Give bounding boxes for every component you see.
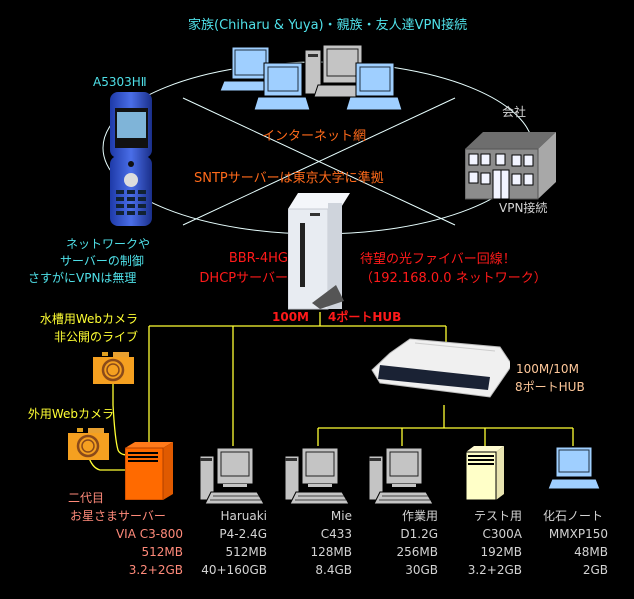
internet-label: インターネット網: [262, 129, 367, 144]
router-speed-label: 100M: [272, 310, 309, 324]
router-model-label: BBR-4HG: [228, 251, 288, 266]
server-disk: 3.2+2GB: [128, 563, 183, 577]
pc-note-name: 化石ノート: [543, 509, 604, 523]
phone-note-3: さすがにVPNは無理: [28, 271, 137, 285]
webcam-icon: [68, 428, 109, 460]
pc-mie-disk: 8.4GB: [315, 563, 352, 577]
router-icon: [288, 193, 350, 310]
switching-hub-icon: [371, 338, 510, 398]
pc-test-ram: 192MB: [480, 545, 523, 559]
hub8-speed-label: 100M/10M: [516, 362, 579, 376]
test-server-tower-icon: [466, 446, 504, 500]
camera2-label: 外用Webカメラ: [27, 407, 114, 421]
server-name-label: お星さまサーバー: [70, 509, 166, 523]
pc-haruaki-name: Haruaki: [220, 509, 267, 523]
vpn-title: 家族(Chiharu & Yuya)・親族・友人達VPN接続: [188, 18, 468, 33]
server-tower-icon: [125, 442, 173, 500]
pc-test-name: テスト用: [473, 509, 522, 523]
server-cpu: VIA C3-800: [115, 527, 183, 541]
server-gen-label: 二代目: [68, 491, 105, 505]
phone-note-1: ネットワークや: [66, 237, 151, 251]
webcam-icon: [93, 352, 134, 384]
pc-haruaki-cpu: P4-2.4G: [219, 527, 267, 541]
pc-mie-ram: 128MB: [310, 545, 353, 559]
pc-work-ram: 256MB: [396, 545, 439, 559]
phone-note-2: サーバーの制御: [60, 254, 144, 268]
company-vpn-label: VPN接続: [499, 201, 548, 215]
pc-note-cpu: MMXP150: [548, 527, 608, 541]
server-ram: 512MB: [141, 545, 184, 559]
camera1-label: 水槽用Webカメラ: [39, 312, 138, 326]
pc-test-disk: 3.2+2GB: [467, 563, 522, 577]
notebook-pc-icon: [548, 447, 601, 489]
pc-mie-name: Mie: [330, 509, 352, 523]
pc-note-ram: 48MB: [574, 545, 608, 559]
router-role-label: DHCPサーバー: [199, 271, 288, 286]
desktop-pc-icon-work: [368, 448, 434, 505]
pc-work-cpu: D1.2G: [400, 527, 438, 541]
hub8-ports-label: 8ポートHUB: [515, 380, 585, 394]
pc-note-disk: 2GB: [582, 563, 608, 577]
laptop-icon: [253, 62, 311, 111]
phone-model-label: A5303HⅡ: [93, 75, 147, 89]
laptop-icon: [345, 62, 403, 111]
pc-haruaki-disk: 40+160GB: [201, 563, 267, 577]
pc-haruaki-ram: 512MB: [225, 545, 268, 559]
camera1-cable: [112, 384, 129, 456]
camera1-note: 非公開のライブ: [53, 330, 138, 344]
sntp-label: SNTPサーバーは東京大学に準拠: [194, 171, 384, 186]
vpn-clients-icon: [219, 45, 403, 111]
pc-test-cpu: C300A: [482, 527, 523, 541]
pc-mie-cpu: C433: [320, 527, 352, 541]
office-building-icon: [465, 132, 556, 200]
router-hub-label: 4ポートHUB: [328, 310, 402, 324]
pc-work-name: 作業用: [401, 509, 438, 523]
internet-cross-line: [182, 97, 456, 226]
company-label: 会社: [502, 105, 527, 119]
pc-work-disk: 30GB: [405, 563, 438, 577]
fiber-network-label: （192.168.0.0 ネットワーク）: [360, 271, 547, 286]
desktop-pc-icon-mie: [284, 448, 350, 505]
desktop-pc-icon-haruaki: [199, 448, 265, 505]
mobile-phone-icon: [110, 92, 152, 226]
fiber-label: 待望の光ファイバー回線！: [360, 252, 516, 267]
